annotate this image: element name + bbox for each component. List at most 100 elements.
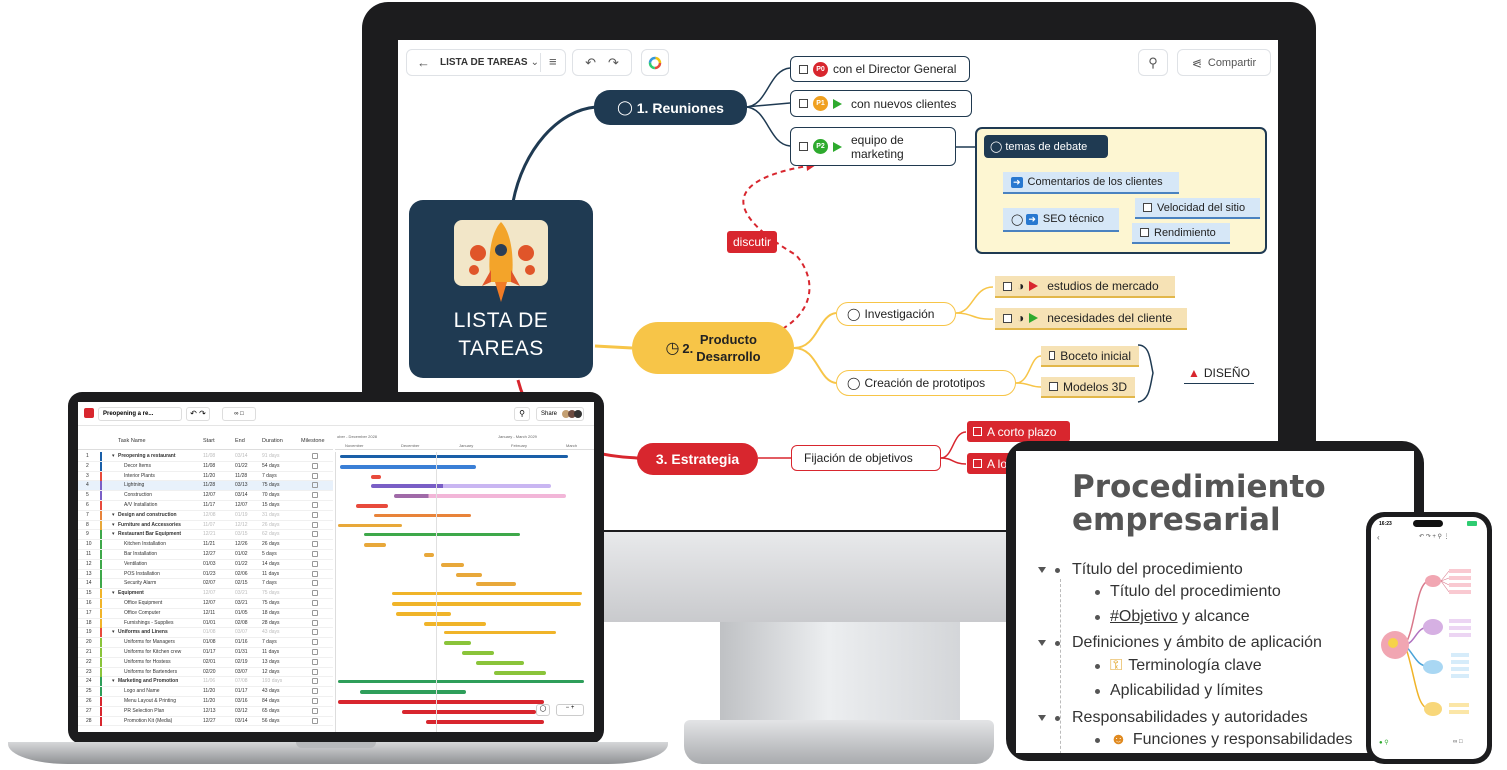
outline-item-1[interactable]: Título del procedimiento: [1072, 561, 1243, 578]
seo-tecnico[interactable]: ◯ ➜ SEO técnico: [1003, 208, 1119, 232]
milestone-checkbox[interactable]: [312, 649, 318, 655]
gantt-bar[interactable]: [424, 553, 434, 557]
necesidades-cliente[interactable]: ◑ necesidades del cliente: [995, 308, 1187, 330]
expand-icon[interactable]: ▾: [112, 521, 115, 528]
gantt-bar[interactable]: [456, 572, 482, 577]
milestone-checkbox[interactable]: [312, 590, 318, 597]
milestone-checkbox[interactable]: [312, 600, 318, 606]
milestone-checkbox[interactable]: [312, 580, 318, 587]
checkbox-icon[interactable]: [1049, 351, 1056, 360]
back-icon[interactable]: ‹: [1377, 533, 1380, 542]
checkbox-icon[interactable]: [1003, 313, 1012, 323]
milestone-checkbox[interactable]: [312, 707, 318, 714]
tag-link[interactable]: #Objetivo: [1110, 608, 1178, 625]
checkbox-icon[interactable]: [1140, 228, 1149, 237]
milestone-checkbox[interactable]: [312, 717, 318, 724]
milestone-checkbox[interactable]: [312, 609, 318, 616]
boceto-inicial[interactable]: Boceto inicial: [1041, 346, 1139, 367]
milestone-checkbox[interactable]: [312, 678, 318, 685]
gantt-bar[interactable]: [340, 455, 568, 458]
gantt-share-button[interactable]: Share: [536, 407, 584, 421]
gantt-bar[interactable]: [371, 474, 381, 479]
outline-item-1b[interactable]: #Objetivo y alcance: [1110, 608, 1250, 626]
search-button[interactable]: ⚲: [1138, 49, 1168, 76]
fijacion-objetivos[interactable]: Fijación de objetivos: [791, 445, 941, 471]
comment-icon[interactable]: ◯: [536, 704, 550, 716]
gantt-bar[interactable]: [402, 709, 536, 714]
header-task-name[interactable]: Task Name: [118, 438, 146, 444]
outline-item-2[interactable]: Definiciones y ámbito de aplicación: [1072, 634, 1322, 651]
gantt-bar[interactable]: [364, 543, 386, 548]
milestone-checkbox[interactable]: [312, 511, 318, 518]
header-start[interactable]: Start: [203, 438, 215, 444]
gantt-bar[interactable]: [444, 641, 471, 646]
meeting-director[interactable]: P0 con el Director General: [790, 56, 970, 82]
topic-estrategia[interactable]: 3. Estrategia: [637, 443, 758, 475]
phone-bottom-icon[interactable]: ● ⚲: [1379, 740, 1389, 746]
outline-item-1a[interactable]: Título del procedimiento: [1110, 583, 1281, 600]
expand-icon[interactable]: ▾: [112, 590, 115, 597]
milestone-checkbox[interactable]: [312, 629, 318, 636]
gantt-bar[interactable]: [371, 484, 551, 489]
milestone-checkbox[interactable]: [312, 570, 318, 577]
topic-reuniones[interactable]: ◯ 1. Reuniones: [594, 90, 747, 125]
milestone-checkbox[interactable]: [312, 453, 318, 459]
central-topic[interactable]: LISTA DE TAREAS: [409, 200, 593, 378]
gantt-bar[interactable]: [340, 464, 476, 469]
gantt-title[interactable]: Preopening a re...: [98, 407, 182, 421]
milestone-checkbox[interactable]: [312, 492, 318, 499]
checkbox-icon[interactable]: [973, 459, 982, 468]
map-title[interactable]: LISTA DE TAREAS: [440, 57, 528, 68]
expand-icon[interactable]: ▾: [112, 453, 115, 459]
gantt-bar[interactable]: [441, 562, 464, 567]
outline-item-3a[interactable]: ☻Funciones y responsabilidades: [1110, 731, 1353, 749]
milestone-checkbox[interactable]: [312, 688, 318, 695]
expand-icon[interactable]: ▾: [112, 629, 115, 636]
gantt-bar[interactable]: [424, 621, 486, 626]
share-button[interactable]: ⪗ Compartir: [1177, 49, 1271, 76]
checkbox-icon[interactable]: [973, 427, 982, 436]
gantt-view-toggle[interactable]: ∞ □: [222, 407, 256, 421]
gantt-bar[interactable]: [374, 513, 471, 517]
phone-bottom-tools[interactable]: ∞ □: [1453, 739, 1463, 745]
corto-plazo[interactable]: A corto plazo: [967, 421, 1070, 442]
velocidad-sitio[interactable]: Velocidad del sitio: [1135, 198, 1260, 219]
diseno-summary[interactable]: ▲ DISEÑO: [1184, 362, 1254, 384]
gantt-bar[interactable]: [426, 719, 544, 724]
expand-icon[interactable]: ▾: [112, 511, 115, 518]
gantt-undo-redo[interactable]: ↶ ↷: [186, 407, 210, 421]
expand-icon[interactable]: ▾: [112, 678, 115, 685]
creacion-prototipos[interactable]: ◯ Creación de prototipos: [836, 370, 1016, 396]
milestone-checkbox[interactable]: [312, 560, 318, 567]
collapse-icon[interactable]: [1038, 640, 1046, 646]
gantt-bar[interactable]: [476, 660, 524, 665]
rendimiento[interactable]: Rendimiento: [1132, 223, 1230, 244]
gantt-bar[interactable]: [364, 533, 520, 537]
checkbox-icon[interactable]: [1143, 203, 1152, 212]
gantt-bar[interactable]: [444, 631, 556, 635]
gantt-bar[interactable]: [392, 602, 581, 606]
checkbox-icon[interactable]: [799, 99, 808, 108]
milestone-checkbox[interactable]: [312, 619, 318, 626]
expand-icon[interactable]: ▾: [112, 531, 115, 538]
gantt-search-icon[interactable]: ⚲: [514, 407, 530, 421]
discutir-relation[interactable]: discutir: [727, 231, 778, 253]
